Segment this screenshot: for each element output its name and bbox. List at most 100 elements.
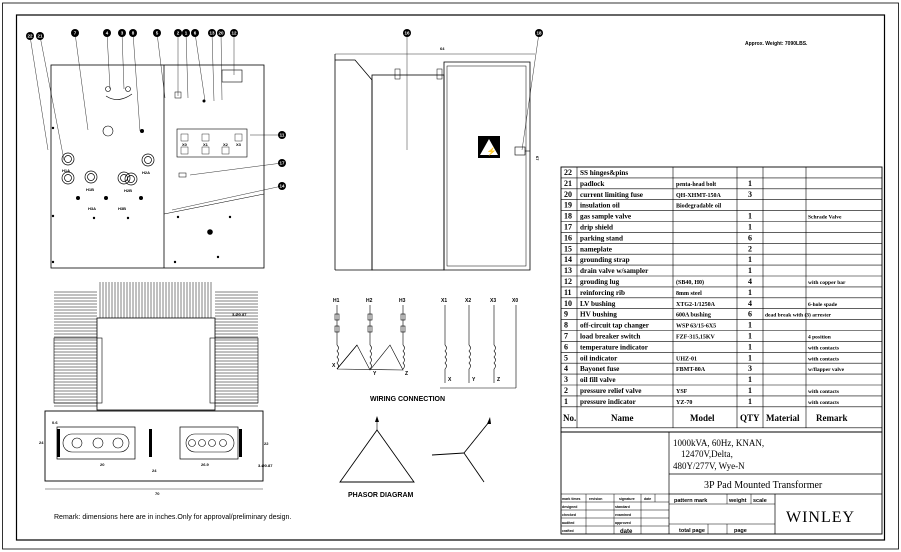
bom-column-header: Model [690, 413, 715, 423]
scale-label: scale [753, 498, 767, 504]
plan-dim-0: 0.6 [52, 420, 58, 425]
plan-dim-3: 26.9 [201, 462, 210, 467]
tb-checked: checked [562, 513, 576, 517]
spec-line-3: 480Y/277V, Wye-N [673, 461, 745, 471]
remark-note: Remark: dimensions here are in inches.On… [54, 514, 291, 521]
bom-qty: 1 [748, 212, 752, 221]
callout-balloon [208, 29, 216, 37]
bom-qty: 1 [748, 397, 752, 406]
bom-name: off-circuit tap changer [580, 322, 650, 330]
bom-name: oil indicator [580, 354, 618, 362]
plan-dim-4: 24 [39, 440, 44, 445]
weight-label: weight [728, 498, 747, 504]
bom-name: current limiting fuse [580, 191, 643, 199]
approx-weight: Approx. Weight: 7090LBS. [745, 41, 808, 47]
tb-signature: signature [619, 497, 635, 501]
tb-crafted: crafted [562, 529, 574, 533]
bom-no: 11 [564, 288, 572, 297]
callout-number: 21 [37, 34, 43, 39]
callout-number: 8 [132, 31, 135, 36]
plan-dim-1: 20 [100, 462, 105, 467]
phasor-caption: PHASOR DIAGRAM [348, 492, 414, 499]
bom-no: 12 [564, 277, 572, 286]
label-h1b: H1B [86, 187, 94, 192]
bom-no: 15 [564, 244, 572, 253]
bom-name: oil fill valve [580, 376, 616, 384]
title-block: 1000kVA, 60Hz, KNAN, 12470V,Delta, 480Y/… [560, 431, 883, 535]
bom-name: load breaker switch [580, 333, 640, 341]
callout-number: 12 [231, 31, 237, 36]
bom-remark: with contacts [808, 356, 839, 362]
callout-balloon [129, 29, 137, 37]
delta-label: X [332, 363, 336, 369]
tb-mark-times: mark times [562, 497, 581, 501]
bom-no: 21 [564, 179, 572, 188]
bom-no: 18 [564, 212, 572, 221]
callout-number: 7 [74, 31, 77, 36]
callout-balloon [153, 29, 161, 37]
bom-qty: 1 [748, 386, 752, 395]
tb-date: date [620, 529, 633, 535]
plan-dim-6: 70 [155, 491, 160, 496]
bom-name: grounding strap [580, 256, 630, 264]
callout-number: 13 [209, 31, 215, 36]
bom-model: 8mm steel [676, 291, 702, 297]
bom-column-header: Material [766, 413, 800, 423]
label-h3a: H3A [88, 206, 96, 211]
bom-qty: 6 [748, 310, 752, 319]
bom-no: 1 [564, 397, 568, 406]
bom-qty: 1 [748, 342, 752, 351]
callout-balloon [230, 29, 238, 37]
wye-label: Y [472, 377, 476, 383]
bom-name: Bayonet fuse [580, 365, 619, 373]
callout-balloon [403, 29, 411, 37]
bom-no: 22 [564, 168, 572, 177]
bom-remark: with contacts [808, 389, 839, 395]
wye-label: X [448, 377, 452, 383]
bom-name: LV bushing [580, 300, 616, 308]
bom-no: 7 [564, 332, 568, 341]
bom-name: pressure indicator [580, 398, 637, 406]
bom-model: UHZ-01 [676, 356, 697, 362]
label-x1: X1 [203, 142, 209, 147]
label-x3: X3 [236, 142, 242, 147]
bom-name: gas sample valve [580, 213, 631, 221]
callout-number: 3 [121, 31, 124, 36]
plan-dim-5: 22 [264, 441, 269, 446]
bom-model: YZ-70 [676, 400, 692, 406]
bom-model: QH-XHMT-150A [676, 193, 721, 199]
callout-balloon [535, 29, 543, 37]
bom-name: parking stand [580, 234, 623, 242]
callout-number: 22 [27, 34, 33, 39]
spec-line-2: 12470V,Delta, [681, 449, 733, 459]
bom-model: penta-head bolt [676, 182, 716, 188]
bom-column-header: Remark [816, 413, 848, 423]
callout-number: 4 [106, 31, 109, 36]
pattern-mark-label: pattern mark [674, 498, 708, 504]
wiring-caption: WIRING CONNECTION [370, 396, 445, 403]
callout-number: 14 [279, 184, 285, 189]
bom-name: reinforcing rib [580, 289, 625, 297]
bom-name: grouding lug [580, 278, 620, 286]
callout-balloon [36, 32, 44, 40]
dim-side: 67 [535, 156, 540, 161]
callout-balloon [278, 159, 286, 167]
delta-label: Z [405, 371, 408, 377]
plan-dim-2: 24 [152, 468, 157, 473]
lv-terminal-label: X1 [441, 298, 447, 304]
label-h1a: H1A [62, 168, 70, 173]
callout-balloon [278, 182, 286, 190]
tb-audited: audited [562, 521, 574, 525]
